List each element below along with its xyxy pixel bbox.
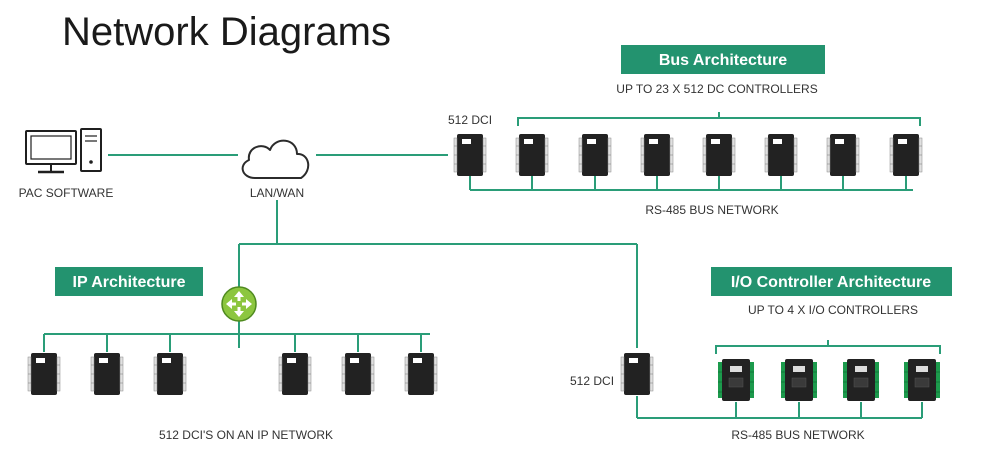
io-controller (717, 358, 755, 402)
io-architecture-title: I/O Controller Architecture (731, 274, 931, 291)
pac-software-label: PAC SOFTWARE (19, 186, 114, 200)
ip-dci-controller (341, 352, 375, 396)
io-dci-controller (620, 352, 654, 396)
io-subtitle: UP TO 4 X I/O CONTROLLERS (748, 303, 918, 317)
lan-wan-label: LAN/WAN (250, 186, 304, 200)
io-network-label: RS-485 BUS NETWORK (731, 428, 864, 442)
ip-dci-controller (153, 352, 187, 396)
bus-dc-controller (640, 133, 674, 177)
ip-architecture-banner (55, 267, 203, 296)
io-brace (715, 340, 941, 354)
io-controller (903, 358, 941, 402)
desktop-computer-icon (25, 128, 102, 174)
cloud-icon (241, 139, 310, 179)
page-title: Network Diagrams (62, 10, 391, 54)
ip-dci-controller (27, 352, 61, 396)
bus-architecture-banner (621, 45, 825, 74)
bus-dci-label: 512 DCI (448, 113, 492, 127)
connection-lines (43, 154, 923, 419)
router-icon (221, 286, 257, 322)
bus-dc-controller (515, 133, 549, 177)
bus-dc-controller (764, 133, 798, 177)
bus-dc-controller (889, 133, 923, 177)
ip-dci-controller (404, 352, 438, 396)
bus-network-label: RS-485 BUS NETWORK (645, 203, 778, 217)
io-dci-label: 512 DCI (570, 374, 614, 388)
bus-dc-controller (578, 133, 612, 177)
bus-subtitle: UP TO 23 X 512 DC CONTROLLERS (616, 82, 817, 96)
io-controller (842, 358, 880, 402)
bus-architecture-title: Bus Architecture (659, 52, 787, 69)
bus-dc-controller (702, 133, 736, 177)
ip-dci-controller (90, 352, 124, 396)
ip-architecture-title: IP Architecture (73, 274, 186, 291)
ip-network-label: 512 DCI'S ON AN IP NETWORK (159, 428, 333, 442)
ip-dci-controller (278, 352, 312, 396)
io-architecture-banner (711, 267, 952, 296)
bus-brace (517, 112, 921, 126)
io-controller (780, 358, 818, 402)
bus-dc-controller (826, 133, 860, 177)
bus-dci-controller (453, 133, 487, 177)
